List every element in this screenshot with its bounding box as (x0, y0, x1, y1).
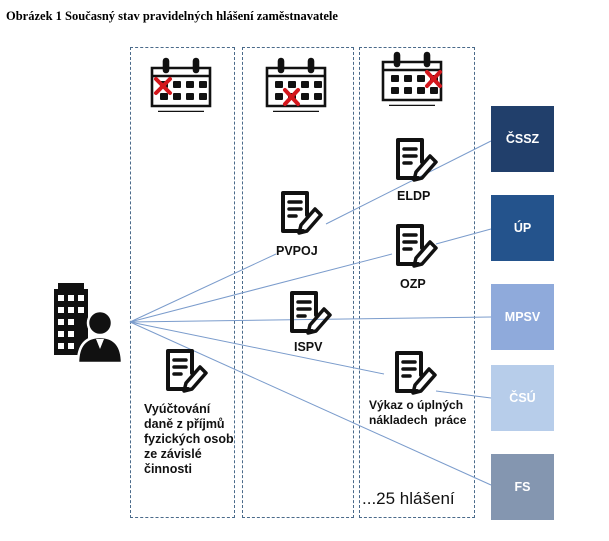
document-pen-icon (166, 349, 208, 393)
tax-line-5: činnosti (144, 462, 192, 476)
agency-box-mpsv: MPSV (491, 284, 554, 350)
tax-line-3: fyzických osob (144, 432, 234, 446)
report-label-eldp: ELDP (397, 189, 431, 203)
line-employer-mpsv (129, 316, 492, 323)
line-employer-pvpoj (129, 253, 277, 323)
agency-box-cssz: ČSSZ (491, 106, 554, 172)
document-pen-icon (281, 191, 323, 235)
report-label-ozp: OZP (400, 277, 426, 291)
report-label-pvpoj: PVPOJ (276, 244, 318, 258)
report-count-label: ...25 hlášení (362, 489, 455, 508)
line-pvpoj-cssz (325, 140, 492, 225)
document-pen-icon (396, 138, 438, 182)
cost-line-2: nákladech práce (369, 413, 467, 427)
agency-box-csu: ČSÚ (491, 365, 554, 431)
cost-line-1: Výkaz o úplných (369, 398, 464, 412)
line-vykaz-csu (435, 390, 492, 399)
line-ozp-up (435, 228, 492, 245)
column-annual (359, 47, 475, 518)
employer-building-person-icon (54, 283, 124, 363)
column-quarterly (242, 47, 354, 518)
agency-box-fs: FS (491, 454, 554, 520)
line-employer-ozp (129, 253, 393, 323)
tax-line-4: ze závislé (144, 447, 202, 461)
column-monthly (130, 47, 235, 518)
report-label-labour-cost: Výkaz o úplných nákladech práce (369, 398, 466, 428)
document-pen-icon (396, 224, 438, 268)
document-pen-icon (290, 291, 332, 335)
tax-line-1: Vyúčtování (144, 402, 211, 416)
document-pen-icon (395, 351, 437, 395)
line-employer-vykaz (129, 321, 385, 375)
calendar-crossed-icon (265, 57, 327, 112)
figure-caption: Obrázek 1 Současný stav pravidelných hlá… (6, 9, 338, 23)
report-label-ispv: ISPV (294, 340, 323, 354)
agency-box-up: ÚP (491, 195, 554, 261)
report-label-tax-settlement: Vyúčtování daně z příjmů fyzických osob … (144, 402, 234, 477)
calendar-crossed-icon (150, 57, 212, 112)
calendar-crossed-icon (381, 51, 443, 106)
tax-line-2: daně z příjmů (144, 417, 225, 431)
